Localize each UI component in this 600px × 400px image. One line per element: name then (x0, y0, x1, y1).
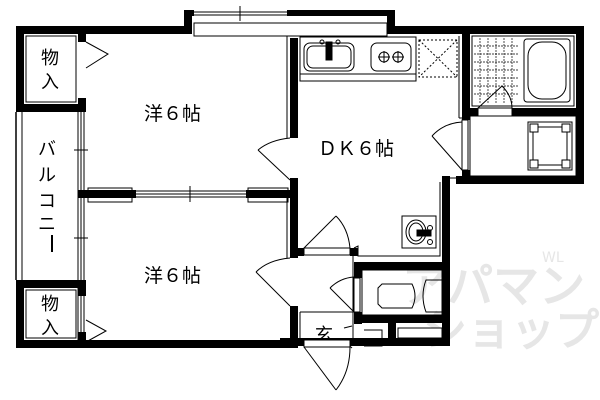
balcony-char-1: バ (38, 139, 56, 160)
storage-north: 物 入 (16, 34, 109, 112)
top-window (193, 6, 388, 37)
balcony-char-3: コ (38, 191, 56, 212)
balcony-char-4: ニ (38, 214, 56, 235)
balcony: バ ル コ ニ (15, 112, 88, 340)
storage-south-label-1: 物 (41, 294, 59, 315)
storage-south: 物 入 (16, 280, 108, 348)
balcony-char-2: ル (38, 165, 56, 186)
kitchen-counter (299, 36, 458, 82)
wall-western-dk (255, 36, 298, 348)
western-room-north-label: 洋６帖 (144, 103, 201, 125)
dining-kitchen-label: ＤＫ６帖 (318, 138, 394, 160)
storage-north-label-1: 物 (41, 48, 59, 69)
storage-south-label-2: 入 (41, 318, 59, 339)
bathroom-block (431, 34, 577, 180)
partition-western-rooms (78, 186, 296, 203)
exterior-walls (16, 10, 584, 348)
entrance: 玄 (296, 215, 358, 391)
watermark: アパマン ショップ WL (402, 250, 599, 356)
lower-bath-toilet (329, 262, 450, 349)
wash-basin (353, 182, 441, 257)
western-room-south-label: 洋６帖 (144, 265, 201, 287)
storage-north-label-2: 入 (41, 72, 59, 93)
watermark-small: WL (542, 250, 564, 266)
watermark-line2: ショップ (423, 305, 599, 356)
